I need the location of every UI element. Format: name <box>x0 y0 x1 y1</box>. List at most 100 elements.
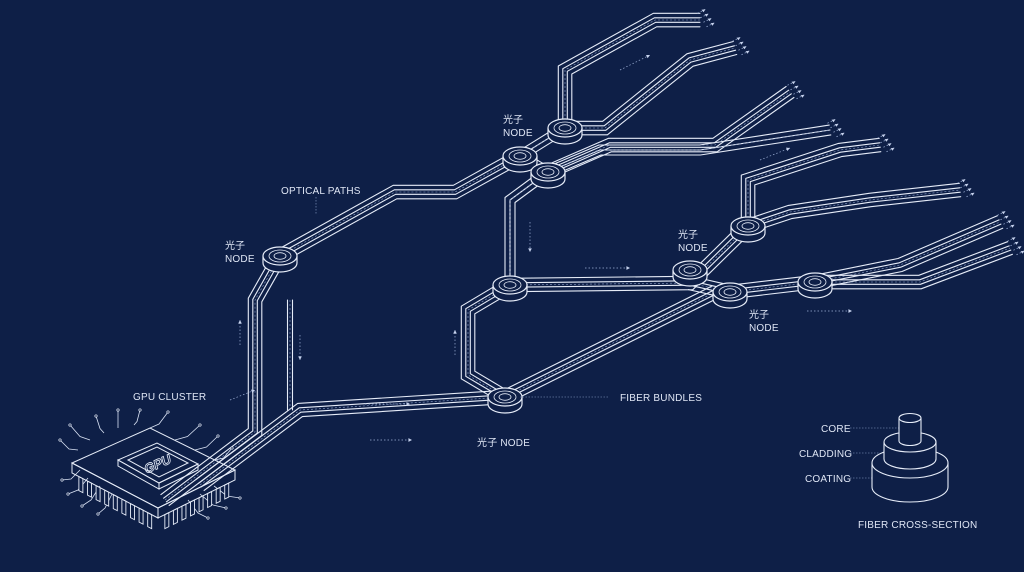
chip-pin <box>78 475 84 494</box>
fiber-strand <box>460 278 508 404</box>
core-label: CORE <box>821 424 851 435</box>
arrow-tip <box>840 132 845 136</box>
gpu-cluster-label: GPU CLUSTER <box>133 392 206 403</box>
node-label-mid-cjk: 光子 <box>678 228 698 241</box>
chip-trace <box>149 411 169 429</box>
chip-pin <box>147 511 153 530</box>
fiber-strand <box>546 89 790 171</box>
bundle-top-upper-branch <box>557 12 701 129</box>
node-ring <box>553 121 577 135</box>
fiber-strand <box>814 223 1002 285</box>
arrow-tip <box>626 266 630 270</box>
arrow-tip <box>1011 237 1016 241</box>
chip-substrate-right <box>157 469 236 519</box>
arrow-tip <box>1001 211 1006 215</box>
node-top-face <box>492 275 528 295</box>
arrow-tip <box>453 330 457 334</box>
arrow-tip <box>831 119 836 123</box>
fiber-strand <box>550 96 795 179</box>
bundle-right-branch-d <box>814 241 1013 290</box>
node-top-face <box>797 272 833 292</box>
chip-pin <box>207 490 213 509</box>
chip-pin <box>164 511 170 530</box>
chip-die-inset <box>126 446 190 478</box>
fiber-bundles-label: FIBER BUNDLES <box>620 393 702 404</box>
fiber-strand <box>160 252 275 496</box>
arrow-tip <box>406 402 410 406</box>
optical-paths-label: OPTICAL PATHS <box>281 186 361 197</box>
node-top-2 <box>530 162 566 189</box>
node-top-face <box>487 387 523 407</box>
arrow-tip <box>797 90 802 94</box>
chip-trace <box>67 477 89 495</box>
signal-dash <box>565 47 736 129</box>
fiber-strand <box>557 12 701 129</box>
bundle-left-node-to-top-node <box>276 149 524 263</box>
chip-pin <box>87 480 92 498</box>
fiber-strand <box>544 85 787 167</box>
fiber-strand <box>564 45 735 127</box>
arrow-tip <box>745 50 750 54</box>
chip-trace <box>194 435 219 451</box>
fiber-strand <box>566 21 701 129</box>
chip-trace <box>214 447 233 461</box>
node-core <box>808 278 822 286</box>
fiber-strand <box>564 49 737 131</box>
arrow-tip <box>970 192 975 196</box>
node-bottom <box>487 387 523 414</box>
node-top-face <box>672 260 708 280</box>
arrow-tip <box>1017 246 1022 250</box>
fiber-strand <box>564 53 738 136</box>
arrow-tip <box>890 147 895 151</box>
fiber-strand <box>740 137 880 227</box>
node-core <box>723 288 737 296</box>
fiber-strand <box>814 253 1013 290</box>
node-ring <box>803 275 827 289</box>
arrow-tip <box>834 123 839 127</box>
arrow-tip <box>786 147 790 152</box>
arrow-tip <box>791 81 796 85</box>
chip-pin <box>224 482 230 500</box>
bundle-top-second-branch <box>564 40 738 136</box>
photonic-nodes <box>262 118 833 414</box>
trace-pad <box>94 414 98 418</box>
core-top <box>898 412 922 424</box>
node-label-bottom: 光子 NODE <box>477 436 530 449</box>
fiber-bundles <box>160 12 1013 506</box>
trace-pad <box>66 492 70 496</box>
arrow-tip <box>1007 220 1012 224</box>
node-ring <box>268 249 292 263</box>
fiber-strand <box>749 146 881 227</box>
arrow-tip <box>251 389 255 394</box>
arrow-tip <box>408 438 412 442</box>
node-upper-right <box>730 216 766 243</box>
core-side <box>898 418 922 447</box>
arrow-tip <box>701 9 706 13</box>
node-ring <box>678 263 702 277</box>
trace-pad <box>166 410 170 414</box>
chip-trace <box>61 469 81 481</box>
fiber-strand <box>200 398 506 488</box>
chip-trace <box>199 493 227 509</box>
chip-trace <box>97 493 113 515</box>
arrow-tip <box>1014 241 1019 245</box>
chip-pin <box>138 507 144 525</box>
fiber-strand <box>474 290 515 392</box>
chip-pin <box>95 484 101 503</box>
arrow-tip <box>707 18 712 22</box>
chip-pin <box>121 498 127 516</box>
bundle-left-mid-link <box>286 299 294 411</box>
node-left <box>262 246 298 273</box>
fiber-strand <box>198 394 506 484</box>
arrow-tip <box>848 309 852 313</box>
trace-pad <box>198 423 202 427</box>
node-far-right <box>797 272 833 299</box>
fiber-strand <box>548 93 792 175</box>
bundle-upper-right-branch-b <box>745 182 962 233</box>
arrow-tip <box>887 143 892 147</box>
signal-dash <box>815 247 1011 283</box>
chip-pin <box>112 493 118 512</box>
fiber-strand <box>746 187 961 225</box>
trace-pad <box>238 496 242 500</box>
